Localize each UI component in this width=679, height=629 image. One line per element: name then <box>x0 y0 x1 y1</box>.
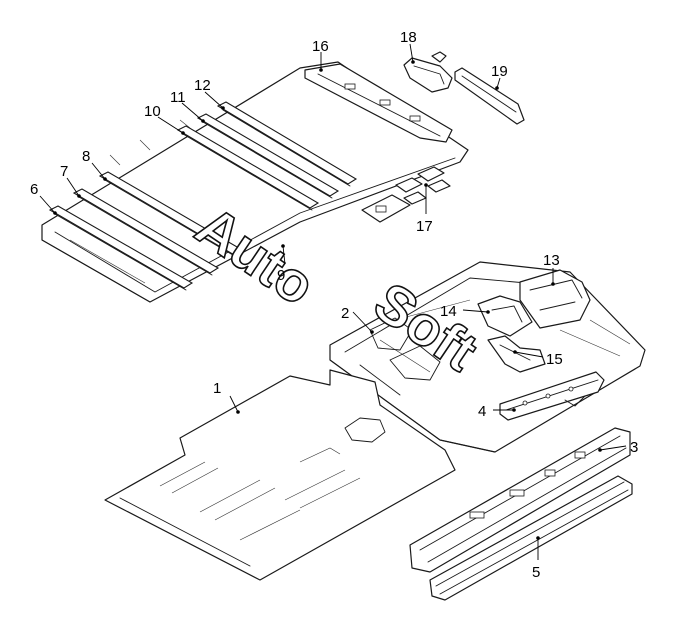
callout-12: 12 <box>194 77 211 94</box>
front-floor-panel <box>104 369 456 581</box>
leader-lines <box>39 43 627 560</box>
callout-5: 5 <box>532 564 540 581</box>
callout-2: 2 <box>341 305 349 322</box>
trim-strip-19 <box>454 67 525 125</box>
front-roof-header <box>304 63 453 143</box>
callout-11: 11 <box>170 89 186 106</box>
callout-4: 4 <box>478 403 486 420</box>
mounting-bracket-18 <box>403 51 453 93</box>
rocker-panel-3 <box>409 427 631 573</box>
callout-10: 10 <box>144 103 161 120</box>
callout-18: 18 <box>400 29 417 46</box>
callout-3: 3 <box>630 439 638 456</box>
floor-tunnel-2 <box>369 317 441 381</box>
callout-17: 17 <box>416 218 433 235</box>
callout-14: 14 <box>440 303 457 320</box>
callout-6: 6 <box>30 181 38 198</box>
callout-9: 9 <box>277 267 285 284</box>
callout-1: 1 <box>213 380 221 397</box>
callout-8: 8 <box>82 148 90 165</box>
callout-19: 19 <box>491 63 508 80</box>
callout-13: 13 <box>543 252 560 269</box>
callout-7: 7 <box>60 163 68 180</box>
callout-labels: 1 2 3 4 5 6 7 8 9 10 11 12 13 14 15 16 1… <box>30 29 638 581</box>
roof-reinforcement-plates <box>361 166 451 223</box>
side-member-4 <box>499 371 605 421</box>
roof-bows <box>48 101 358 291</box>
inner-sill-5 <box>429 475 633 601</box>
callout-15: 15 <box>546 351 563 368</box>
bracket-14 <box>477 295 533 337</box>
crossmember-13 <box>519 269 591 329</box>
roof-panel <box>41 61 469 303</box>
callout-16: 16 <box>312 38 329 55</box>
